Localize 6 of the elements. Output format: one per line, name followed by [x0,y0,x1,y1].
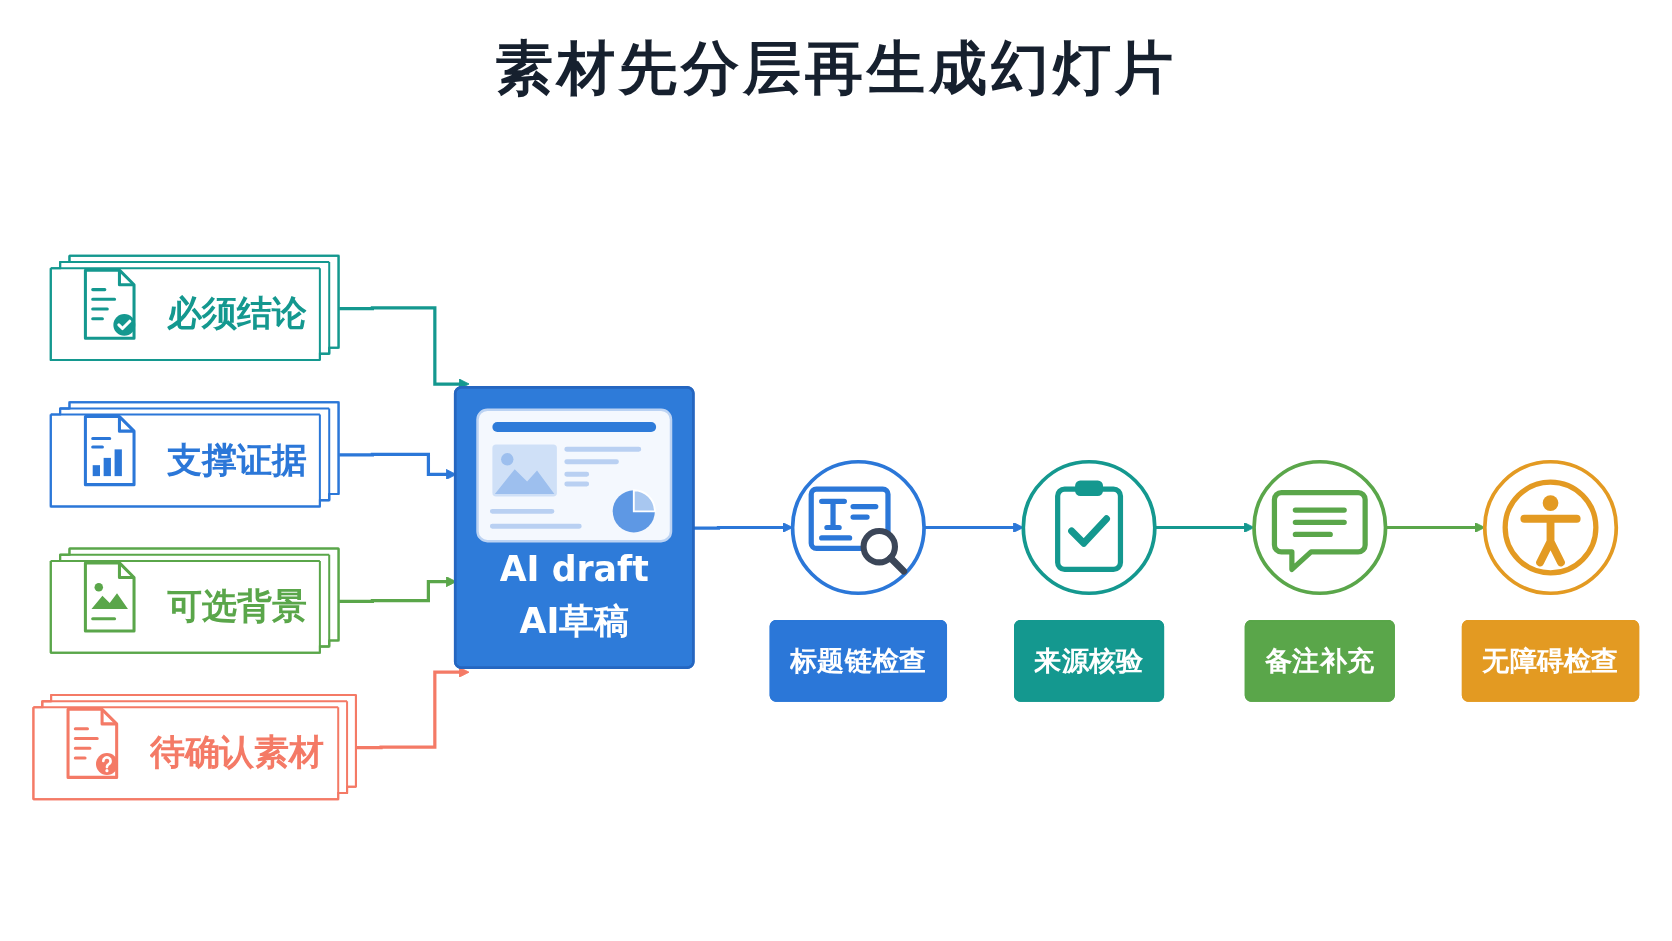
node-circle [1252,459,1388,596]
node-circle [1482,459,1619,596]
title: 素材先分层再生成幻灯片 [495,33,1177,104]
arrow [356,666,470,750]
node-circle [1021,459,1157,596]
node-circle [790,459,926,596]
